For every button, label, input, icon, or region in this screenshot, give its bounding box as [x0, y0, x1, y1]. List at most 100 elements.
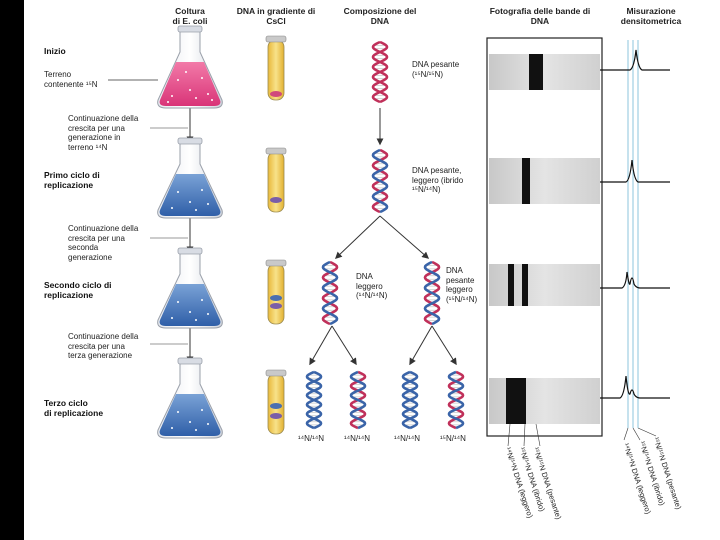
dna-helices [305, 40, 465, 430]
densito-pointer-pesante [637, 427, 657, 437]
header-misurazione: Misurazione densitometrica [606, 6, 696, 26]
dna-arrow-3c [409, 325, 433, 366]
note3-line3: terza generazione [68, 351, 133, 360]
densito-pointer-leggero [623, 427, 629, 441]
stage-inizio-line1: Inizio [44, 46, 66, 56]
helix-gen3-d-strand-b [447, 370, 465, 430]
densito-pointer-ibrido [632, 427, 641, 441]
stage-terzo-line2: di replicazione [44, 408, 104, 418]
helix-gen1-strand-b [371, 148, 389, 214]
stage-inizio: Inizio [44, 46, 66, 56]
dna-leggero-line3: (¹⁴N/¹⁴N) [356, 291, 388, 300]
header-fotografia-line2: DNA [530, 16, 550, 26]
stage-secondo: Secondo ciclo di replicazione [44, 280, 112, 300]
dna-leggero-line1: DNA [356, 272, 373, 281]
dna-arrow-3b [331, 325, 357, 366]
dna-leggero-line2: leggero [356, 281, 383, 291]
photo-strip-3 [489, 264, 600, 306]
note2-line1: Continuazione della [68, 224, 139, 233]
photo-strip-2 [489, 158, 600, 204]
note3-line2: crescita per una [68, 341, 125, 351]
dna-pl-line4: (¹⁵N/¹⁴N) [446, 294, 478, 304]
dna-pl-line2: pesante [446, 275, 475, 285]
header-fotografia: Fotografia delle bande di DNA [478, 6, 602, 26]
note2-line4: generazione [68, 252, 113, 262]
tube-3 [265, 259, 287, 325]
dna-pl-line3: leggero [446, 285, 473, 294]
dna-arrow-2b [379, 215, 430, 259]
helix-gen2-b [423, 260, 441, 326]
note3-line1: Continuazione della [68, 332, 139, 341]
dna-pl-line1: DNA [446, 266, 463, 275]
densito-curve-3 [600, 271, 670, 289]
densito-curve-4 [600, 375, 670, 399]
terreno-label: Terreno contenente ¹⁵N [44, 70, 98, 89]
helix-gen0 [371, 40, 389, 104]
dna-label-ibrido: DNA pesante, leggero (ibrido ¹⁵N/¹⁴N) [412, 166, 463, 195]
dna-label-pesante: DNA pesante (¹⁵N/¹⁵N) [412, 60, 459, 79]
stage-terzo-line1: Terzo ciclo [44, 398, 88, 408]
header-gradiente: DNA in gradiente di CsCl [236, 6, 316, 26]
photo-strip-1 [489, 54, 600, 90]
photo-panel-frame [486, 37, 603, 437]
stage-terzo: Terzo ciclo di replicazione [44, 398, 103, 418]
note2-line3: seconda [68, 243, 99, 252]
densito-curve-2 [600, 159, 670, 183]
densito-curve-1 [600, 49, 670, 71]
helix-gen3-a-strand-b [305, 370, 323, 430]
helix-gen2-a [321, 260, 339, 326]
header-misurazione-line1: Misurazione [626, 6, 676, 16]
header-gradiente-line1: DNA in gradiente di [236, 6, 316, 16]
bottom-label-3: ¹⁴N/¹⁴N [394, 434, 420, 443]
terreno-line2: contenente ¹⁵N [44, 79, 98, 89]
flask-4 [157, 357, 223, 439]
header-coltura-line1: Coltura [175, 6, 205, 16]
header-composizione: Composizione del DNA [340, 6, 420, 26]
photo-pointer-pesante [535, 423, 541, 447]
tube-4 [265, 369, 287, 435]
stage-secondo-line2: replicazione [44, 290, 94, 300]
terreno-line1: Terreno [44, 70, 72, 79]
header-misurazione-line2: densitometrica [620, 16, 682, 26]
dna-ibrido-line1: DNA pesante, [412, 166, 462, 175]
flask-1 [157, 25, 223, 109]
header-composizione-line2: DNA [370, 16, 390, 26]
header-composizione-line1: Composizione del [343, 6, 417, 16]
note-generazione-3: Continuazione della crescita per una ter… [68, 332, 138, 361]
photo-pointer-leggero [507, 423, 511, 447]
dna-ibrido-line3: ¹⁵N/¹⁴N) [412, 185, 441, 194]
tube-2 [265, 147, 287, 213]
dna-ibrido-line2: leggero (ibrido [412, 175, 464, 185]
left-black-margin [0, 0, 24, 540]
note-generazione-2: Continuazione della crescita per una sec… [68, 224, 138, 262]
stage-primo-line2: replicazione [44, 180, 94, 190]
dna-pesante-line2: (¹⁵N/¹⁵N) [412, 69, 444, 79]
note1-line3: generazione in [68, 133, 121, 142]
stage-primo-line1: Primo ciclo di [44, 170, 100, 180]
stage-primo: Primo ciclo di replicazione [44, 170, 100, 190]
helix-gen3-c [401, 370, 419, 430]
helix-gen3-b [349, 370, 367, 430]
header-coltura: Coltura di E. coli [160, 6, 220, 26]
bottom-label-2: ¹⁴N/¹⁴N [344, 434, 370, 443]
helix-gen1 [371, 148, 389, 214]
tube-1 [265, 35, 287, 101]
helix-gen3-b-strand-b [349, 370, 367, 430]
helix-gen2-b-strand-b [423, 260, 441, 326]
stage-secondo-line1: Secondo ciclo di [44, 280, 112, 290]
helix-gen3-a [305, 370, 323, 430]
photo-pointer-ibrido [523, 423, 526, 447]
note1-line4: terreno ¹⁴N [68, 142, 108, 152]
dna-label-leggero: DNA leggero (¹⁴N/¹⁴N) [356, 272, 387, 301]
note-generazione-1: Continuazione della crescita per una gen… [68, 114, 138, 152]
flask-2 [157, 137, 223, 219]
dna-arrow-3a [309, 325, 333, 366]
note2-line2: crescita per una [68, 233, 125, 243]
bottom-label-4: ¹⁵N/¹⁴N [440, 434, 466, 443]
note1-line1: Continuazione della [68, 114, 139, 123]
bottom-label-1: ¹⁴N/¹⁴N [298, 434, 324, 443]
helix-gen3-d [447, 370, 465, 430]
helix-gen2-a-strand-b [321, 260, 339, 326]
dna-arrow-2a [334, 215, 381, 259]
